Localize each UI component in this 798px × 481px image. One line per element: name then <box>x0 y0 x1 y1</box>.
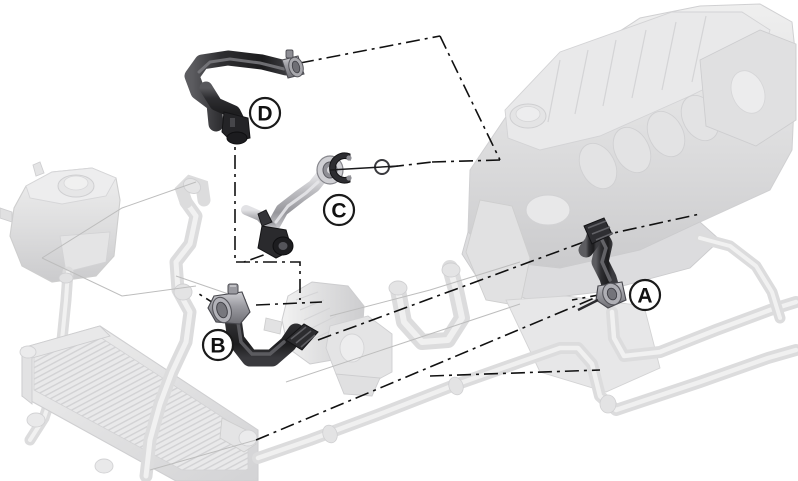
callout-c-label: C <box>331 200 346 223</box>
callout-b[interactable]: B <box>201 328 235 362</box>
callout-b-label: B <box>210 335 225 358</box>
gasket-ring <box>329 152 352 184</box>
callout-d[interactable]: D <box>248 96 282 130</box>
leader-d-lower <box>234 128 301 300</box>
hose-clamp-d <box>281 49 305 79</box>
callout-a[interactable]: A <box>628 278 662 312</box>
radiator-feed-hose-ghost <box>139 174 211 481</box>
callout-a-label: A <box>637 285 652 308</box>
leader-b-right <box>255 301 323 306</box>
part-a-radiator-hose[interactable] <box>577 217 627 312</box>
hose-cuff-b <box>285 323 319 351</box>
part-b-water-pump-hose[interactable] <box>207 283 319 367</box>
hose-connector-b <box>207 283 251 325</box>
part-d-heater-hose[interactable] <box>184 49 305 145</box>
part-c-coolant-pipe[interactable] <box>241 152 399 259</box>
leader-d-down <box>439 35 501 161</box>
callout-c[interactable]: C <box>322 193 356 227</box>
upper-u-hose-ghost <box>388 260 470 350</box>
leader-lower-right <box>429 369 601 377</box>
construction-lines <box>41 181 521 471</box>
lower-coolant-pipe-ghost <box>252 342 798 464</box>
radiator-ghost <box>19 325 259 481</box>
callout-d-label: D <box>257 103 272 126</box>
hose-cuff-a <box>583 217 614 245</box>
quick-connector-a <box>577 281 627 312</box>
right-return-hose-ghost <box>606 232 798 362</box>
leader-d-upper <box>299 35 441 64</box>
leader-a-diagonal <box>255 293 605 441</box>
leader-d-into-block <box>431 159 501 163</box>
callout-badges[interactable]: A B C D <box>201 96 662 362</box>
